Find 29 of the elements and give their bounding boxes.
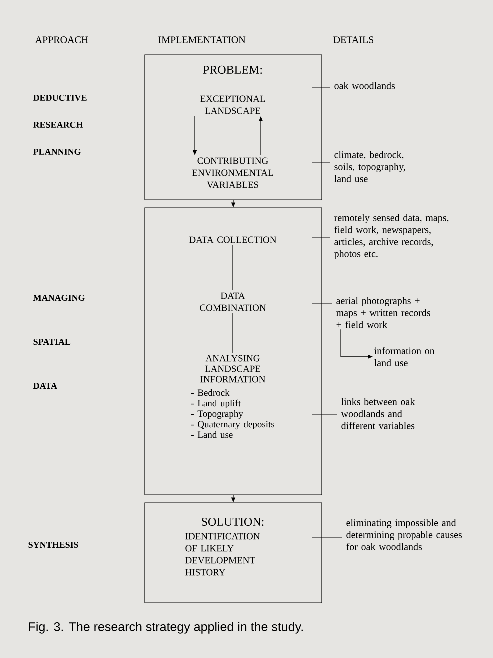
approach-label: MANAGING [33,294,86,302]
connector-line [232,245,234,291]
step-text: EXCEPTIONAL LANDSCAPE [200,96,266,114]
detail-text: remotely sensed data, maps, field work, newspapers, articles, archive records, photos etc. [334,214,449,260]
solution-box: SOLUTION: IDENTIFICATION OF LIKELY DEVELOPMENT HISTORY [144,502,322,604]
approach-label: SYNTHESIS [28,542,78,548]
column-heading: APPROACH [35,36,88,44]
approach-label: DATA [33,383,58,389]
step-text: ANALYSING LANDSCAPE INFORMATION - Bedrock - Land uplift - Topography - Quaternary deposits - Land use [192,355,274,438]
detail-text: oak woodlands [334,82,396,90]
leader-line [312,162,330,164]
approach-label: RESEARCH [33,122,84,128]
caption: Fig. 3. The research strategy applied in the study. [29,622,303,634]
step-text: DATA COLLECTION [190,236,277,244]
detail-text: climate, bedrock, soils, topography, land use [334,151,406,182]
process-box [144,208,322,496]
approach-label: PLANNING [33,148,82,156]
detail-text: aerial photographs + maps + written records + field work [336,297,430,328]
detail-text: links between oak woodlands and different variables [341,398,416,430]
detail-text: information on land use [374,347,435,366]
connector-line [232,313,234,354]
approach-label: DEDUCTIVE [33,94,87,102]
leader-line [312,414,338,416]
approach-label: SPATIAL [34,338,71,346]
column-heading: IMPLEMENTATION [158,36,246,44]
step-text: CONTRIBUTING ENVIRONMENTAL VARIABLES [192,158,274,188]
detail-text: eliminating impossible and determining propable causes for oak woodlands [346,519,462,550]
column-heading: DETAILS [334,36,374,44]
step-text: DATA COMBINATION [200,292,266,312]
